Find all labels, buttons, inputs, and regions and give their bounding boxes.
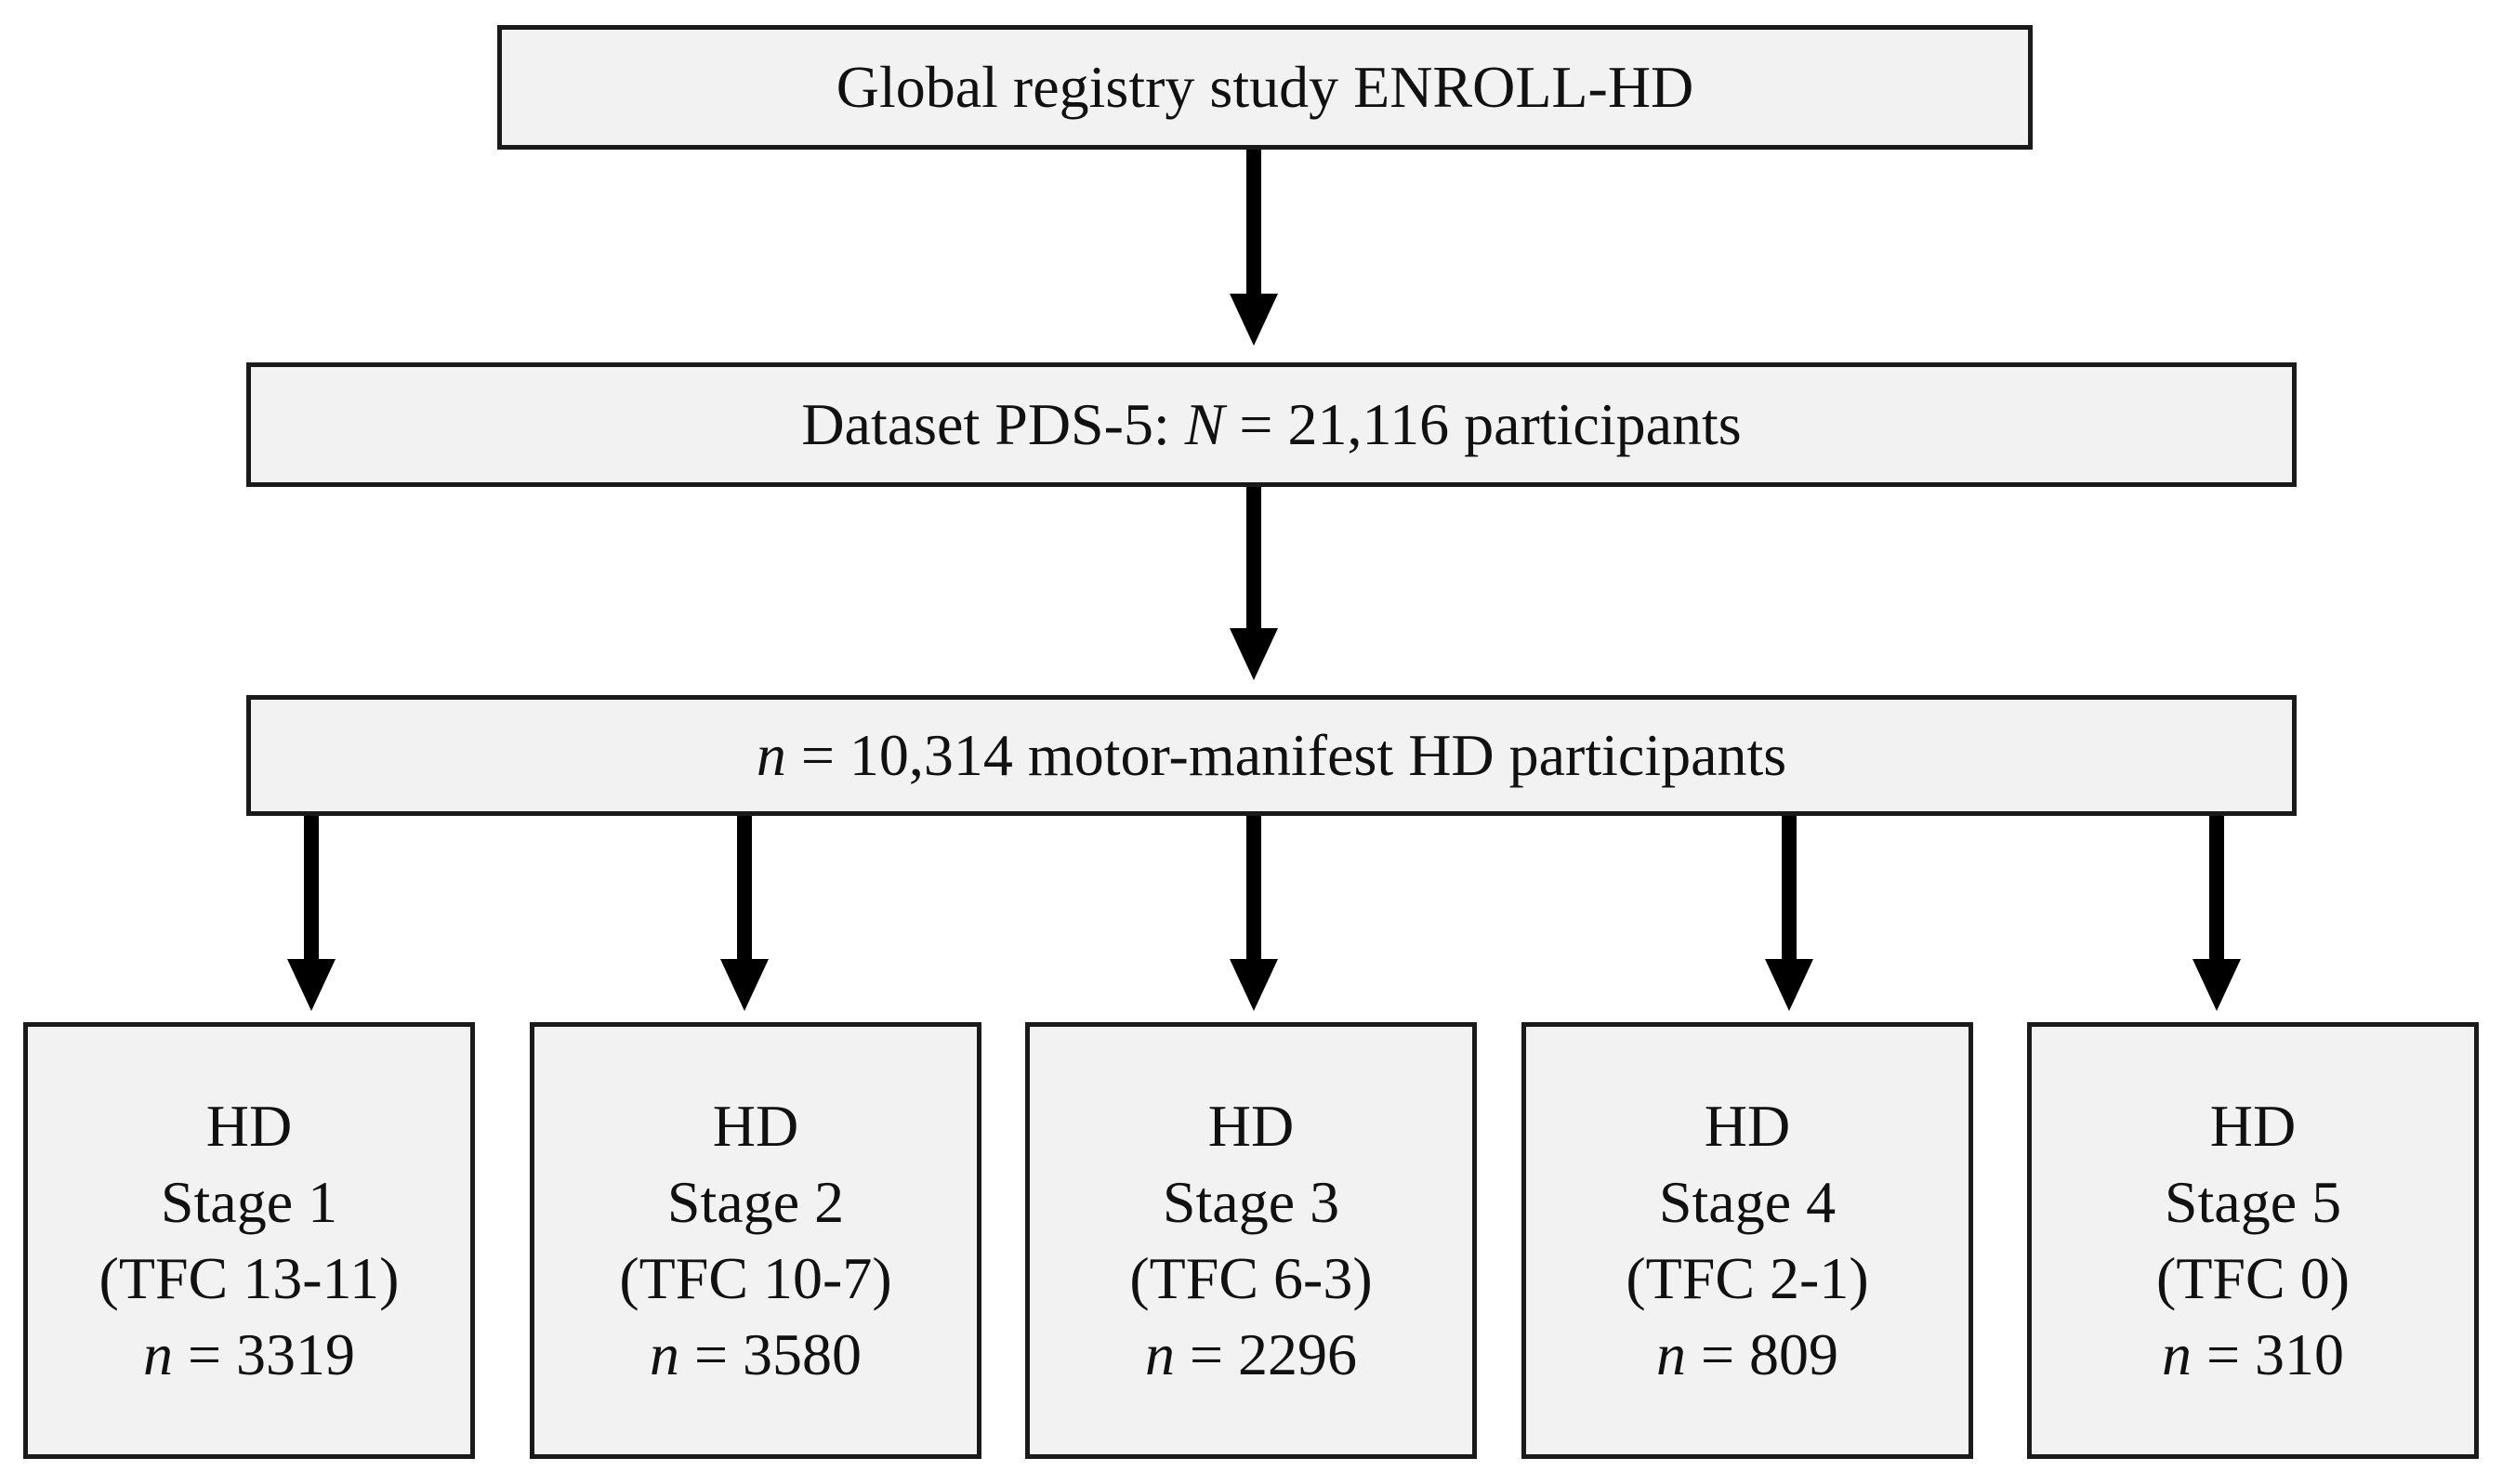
stage-5-box: HD Stage 5 (TFC 0) n = 310 — [2027, 1022, 2479, 1459]
stage-3-count-value: = 2296 — [1174, 1321, 1358, 1387]
motor-manifest-box-label: n = 10,314 motor-manifest HD participant… — [757, 726, 1786, 785]
stage-2-count-value: = 3580 — [678, 1321, 863, 1387]
dataset-box: Dataset PDS-5: N = 21,116 participants — [246, 362, 2297, 487]
stage-1-line2: Stage 1 — [160, 1169, 338, 1235]
registry-box: Global registry study ENROLL-HD — [497, 25, 2033, 150]
motor-manifest-box-suffix: = 10,314 motor-manifest HD participants — [785, 722, 1787, 788]
stage-1-count-variable: n — [142, 1321, 173, 1387]
stage-3-count-variable: n — [1144, 1321, 1175, 1387]
arrow-to-stage-5 — [2193, 816, 2241, 1011]
stage-3-box: HD Stage 3 (TFC 6-3) n = 2296 — [1025, 1022, 1477, 1459]
stage-2-count-variable: n — [649, 1321, 679, 1387]
arrow-to-stage-4 — [1765, 816, 1813, 1011]
stage-3-line3: (TFC 6-3) — [1129, 1245, 1373, 1311]
motor-manifest-box-variable: n — [756, 722, 786, 788]
stage-5-line1: HD — [2209, 1093, 2297, 1159]
stage-5-count-variable: n — [2161, 1321, 2192, 1387]
stage-2-line1: HD — [712, 1093, 799, 1159]
stage-1-count: n = 3319 — [143, 1317, 355, 1393]
arrow-to-stage-2 — [720, 816, 769, 1011]
stage-3-line1: HD — [1207, 1093, 1295, 1159]
stage-1-box: HD Stage 1 (TFC 13-11) n = 3319 — [23, 1022, 475, 1459]
stage-4-line3: (TFC 2-1) — [1626, 1245, 1869, 1311]
stage-4-line2: Stage 4 — [1658, 1169, 1837, 1235]
stage-2-count: n = 3580 — [650, 1317, 862, 1393]
stage-5-line2: Stage 5 — [2164, 1169, 2342, 1235]
stage-4-count: n = 809 — [1656, 1317, 1838, 1393]
stage-2-line3: (TFC 10-7) — [619, 1245, 892, 1311]
stage-4-count-variable: n — [1655, 1321, 1686, 1387]
stage-4-box: HD Stage 4 (TFC 2-1) n = 809 — [1521, 1022, 1973, 1459]
stage-2-line2: Stage 2 — [666, 1169, 845, 1235]
stage-5-count: n = 310 — [2162, 1317, 2344, 1393]
stage-2-box: HD Stage 2 (TFC 10-7) n = 3580 — [530, 1022, 981, 1459]
arrow-to-stage-1 — [287, 816, 336, 1011]
stage-4-count-value: = 809 — [1685, 1321, 1839, 1387]
stage-5-line3: (TFC 0) — [2156, 1245, 2350, 1311]
arrow-dataset-to-motor-manifest — [1230, 487, 1278, 680]
arrow-to-stage-3 — [1230, 816, 1278, 1011]
stage-1-line3: (TFC 13-11) — [99, 1245, 400, 1311]
stage-1-line1: HD — [205, 1093, 293, 1159]
stage-5-count-value: = 310 — [2191, 1321, 2345, 1387]
stage-3-line2: Stage 3 — [1162, 1169, 1340, 1235]
arrow-registry-to-dataset — [1230, 150, 1278, 346]
stage-4-line1: HD — [1704, 1093, 1791, 1159]
dataset-box-variable: N — [1184, 391, 1225, 457]
dataset-box-suffix: = 21,116 participants — [1224, 391, 1742, 457]
dataset-box-label: Dataset PDS-5: N = 21,116 participants — [801, 395, 1741, 454]
motor-manifest-box: n = 10,314 motor-manifest HD participant… — [246, 695, 2297, 816]
stage-1-count-value: = 3319 — [172, 1321, 356, 1387]
dataset-box-prefix: Dataset PDS-5: — [801, 391, 1185, 457]
registry-box-label: Global registry study ENROLL-HD — [836, 54, 1694, 120]
stage-3-count: n = 2296 — [1145, 1317, 1357, 1393]
